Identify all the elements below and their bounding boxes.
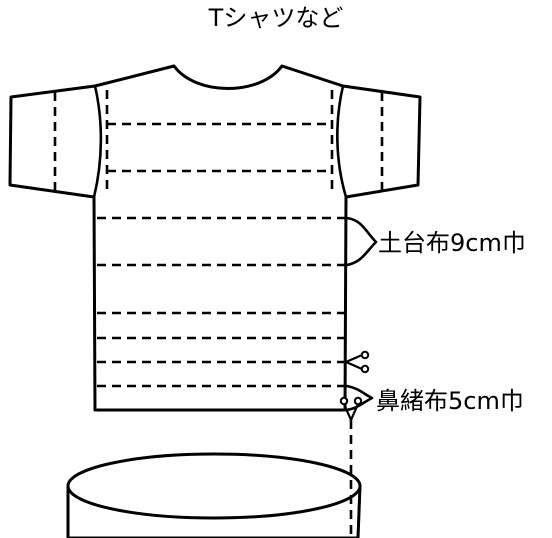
strap-cloth-label: 鼻緒布5cm巾 (376, 387, 524, 415)
fabric-loop-side-right (356, 484, 362, 538)
tshirt-outline (8, 64, 422, 412)
right-sleeve-seam (336, 84, 348, 199)
scissors-icon (339, 396, 363, 421)
left-sleeve-seam (92, 84, 103, 199)
base-cloth-label: 土台布9cm巾 (378, 229, 526, 257)
diagram-title: Tシャツなど (208, 4, 344, 32)
scissors-icon (345, 350, 370, 374)
base-cloth-bracket (345, 216, 378, 267)
fabric-loop-top (66, 452, 362, 520)
